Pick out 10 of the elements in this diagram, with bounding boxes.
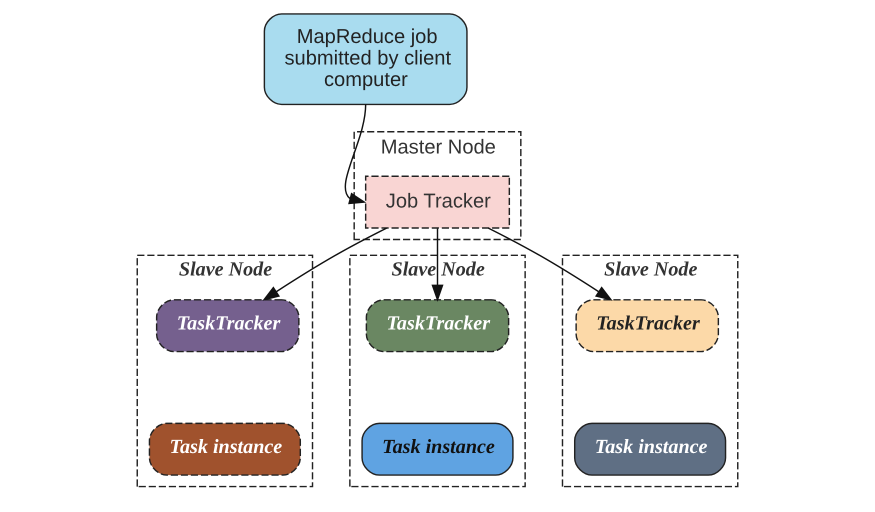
node-box: TaskTracker [366, 299, 510, 352]
node-box: Job Tracker [364, 176, 510, 229]
node-box: TaskTracker [575, 299, 720, 352]
node-box: Task instance [148, 422, 302, 476]
node-box: MapReduce job submitted by client computer [264, 13, 468, 106]
node-box: Task instance [574, 422, 726, 476]
node-box: Task instance [361, 422, 514, 476]
node-box: TaskTracker [156, 299, 300, 352]
arrow [431, 228, 444, 302]
arrow [344, 104, 366, 204]
